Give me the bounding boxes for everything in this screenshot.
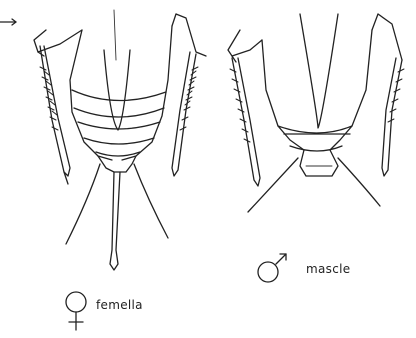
female-label: femella xyxy=(96,298,143,312)
female-abdomen-figure xyxy=(34,10,206,270)
male-label: mascle xyxy=(306,262,350,276)
male-right-leg xyxy=(372,14,404,176)
female-left-leg xyxy=(34,30,82,184)
male-abdomen-figure xyxy=(228,14,404,212)
pointer-arrow-icon xyxy=(0,19,16,25)
male-abdomen-body xyxy=(248,14,380,212)
female-right-leg xyxy=(172,14,206,176)
male-left-leg xyxy=(228,30,262,186)
female-symbol-icon xyxy=(66,292,86,330)
male-symbol-icon xyxy=(258,254,286,282)
female-abdomen-body xyxy=(66,10,172,270)
